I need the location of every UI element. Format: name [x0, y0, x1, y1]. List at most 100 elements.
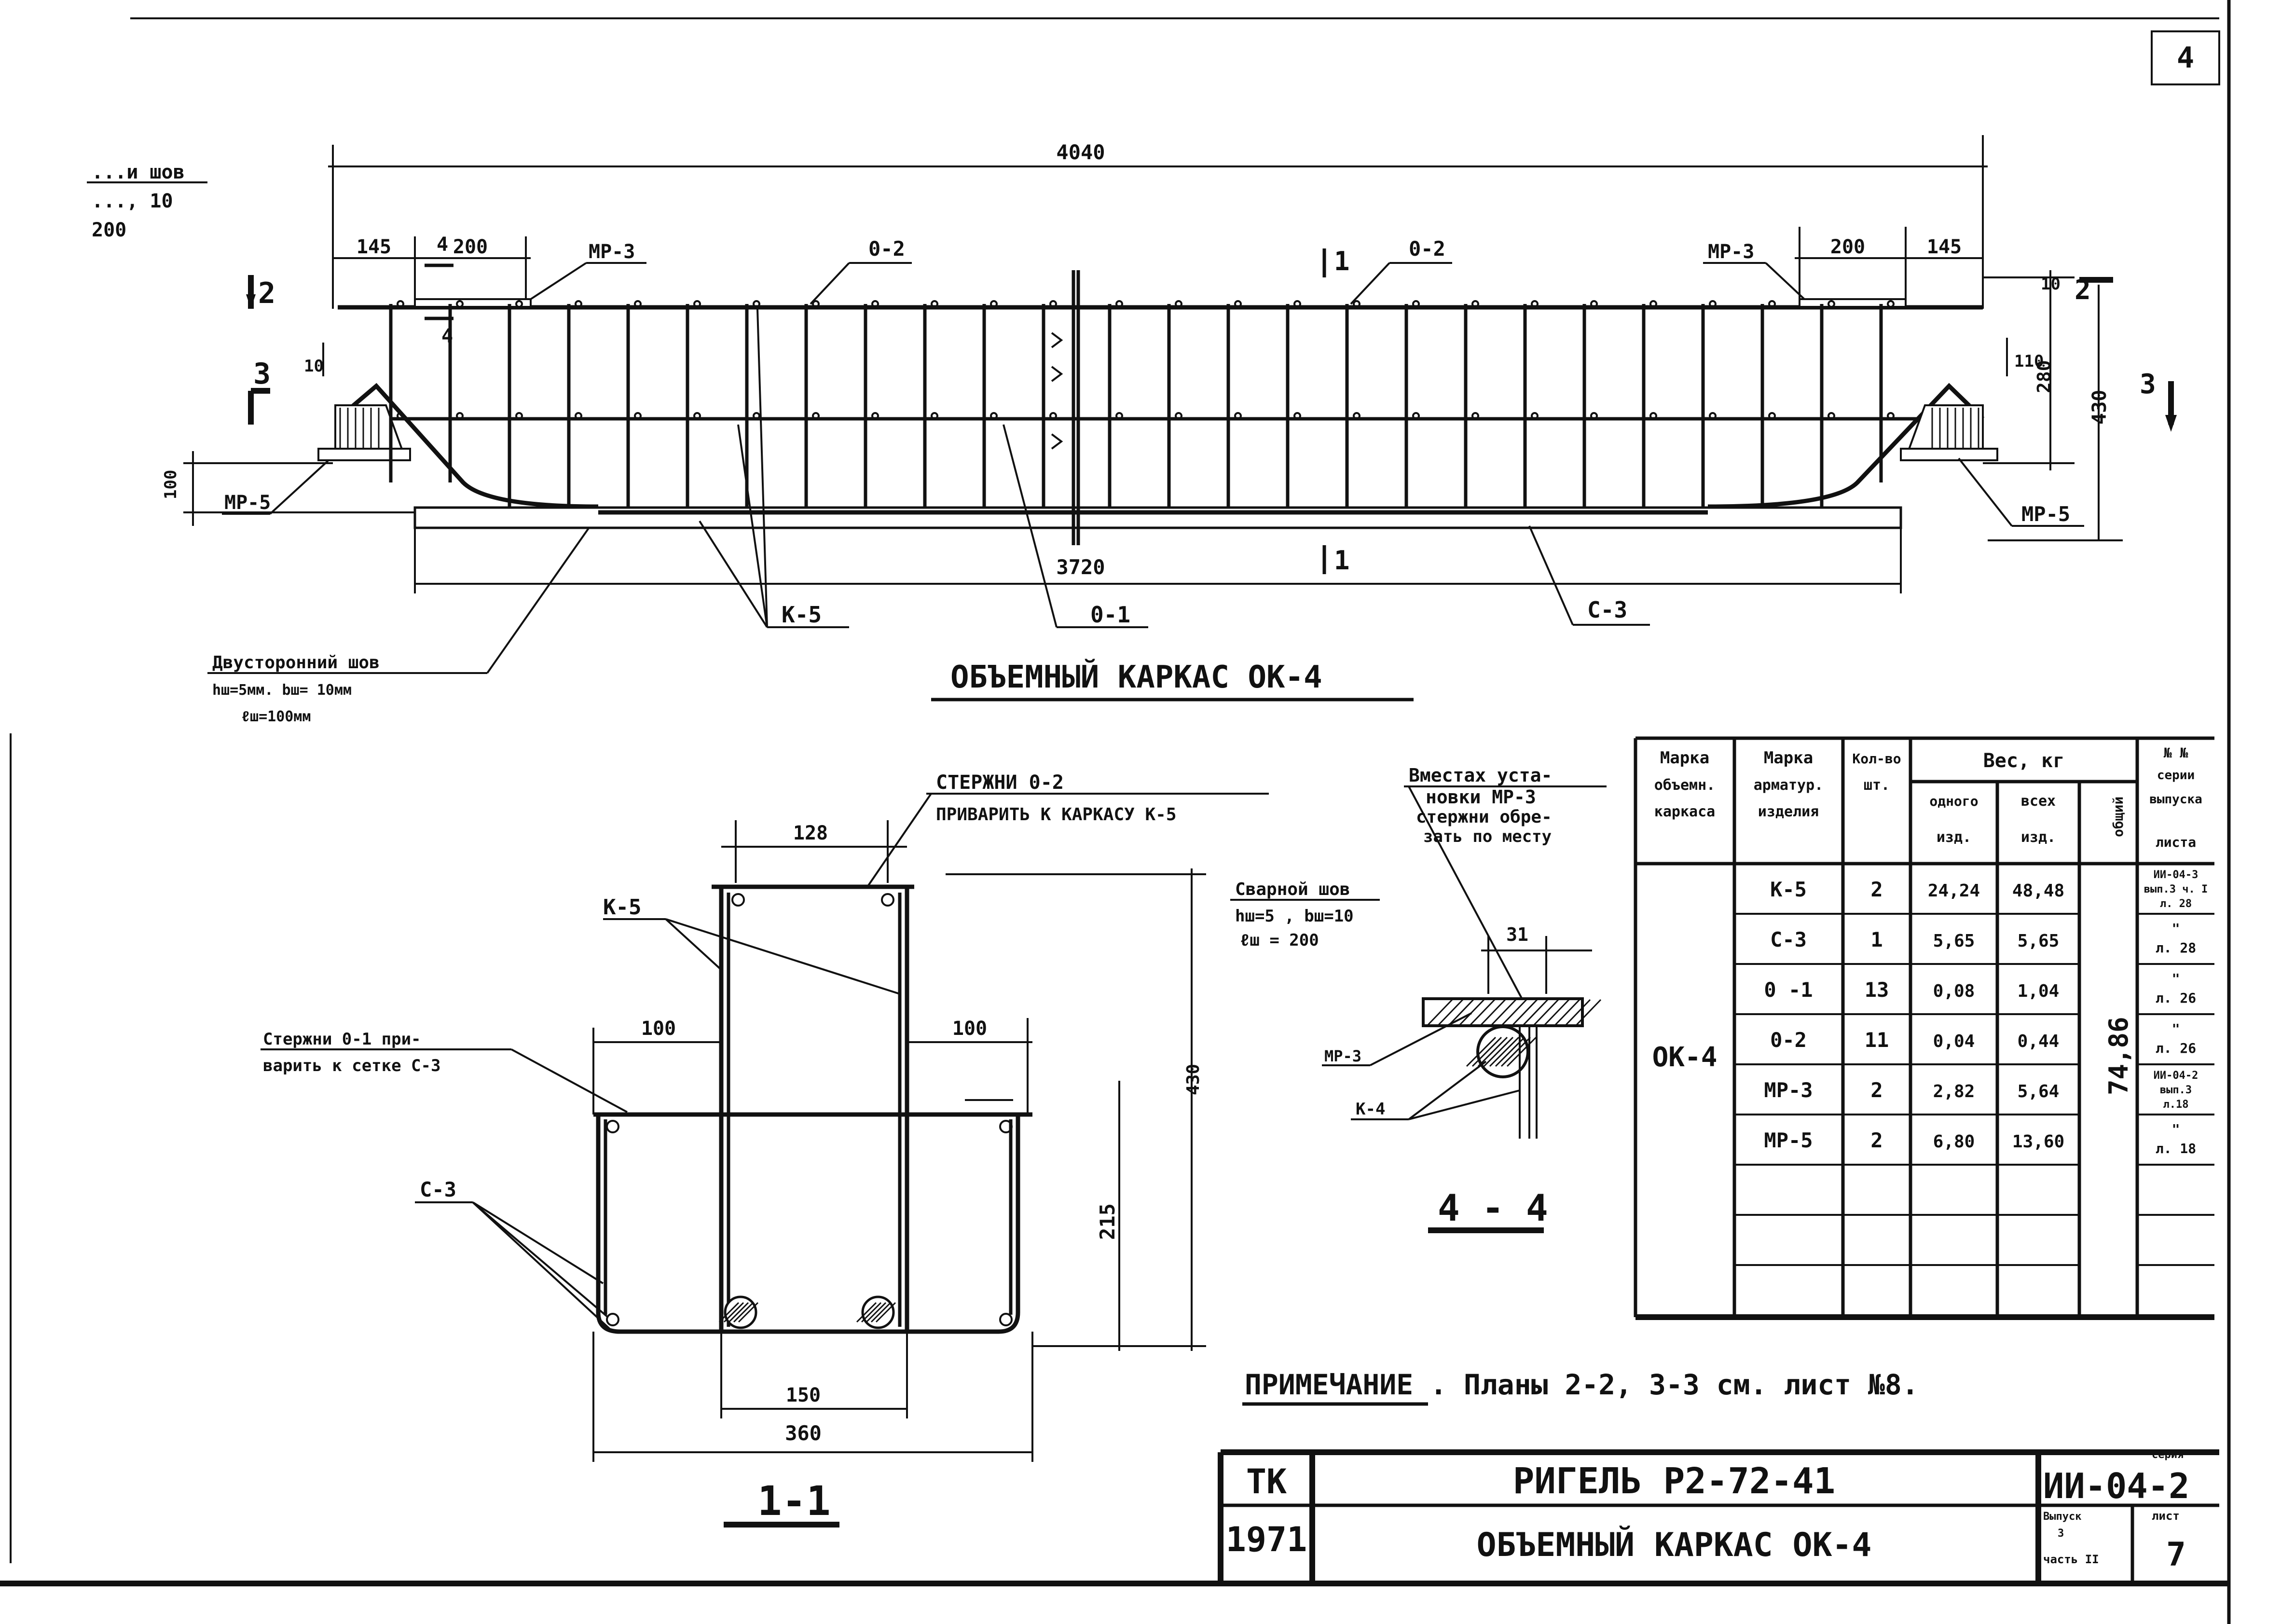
dim-left-200: 200: [453, 236, 488, 258]
section-1-top: 1: [1334, 246, 1350, 276]
sheet-number: 4: [2177, 41, 2194, 75]
c3-mesh: [596, 1115, 1020, 1334]
tb-org: ТК: [1246, 1462, 1287, 1501]
dim-left-100: 100: [161, 470, 180, 499]
hdr-one-2: изд.: [1937, 829, 1971, 846]
label-o2-left: 0-2: [868, 237, 905, 261]
cell-qty: 11: [1865, 1028, 1889, 1052]
dim-right-430: 430: [2089, 390, 2111, 425]
cell-item: К-5: [1770, 878, 1807, 901]
bar-section-right: [861, 1295, 895, 1329]
tb-year: 1971: [1226, 1520, 1307, 1559]
cell-qty: 13: [1865, 978, 1889, 1002]
tb-series: ИИ-04-2: [2043, 1466, 2189, 1506]
cell-ref: ИИ-04-3: [2154, 869, 2199, 881]
dim-4-4: 31: [1506, 924, 1528, 945]
note-4-4-line3: стержни обре-: [1416, 807, 1552, 827]
dim-section-top: 128: [793, 822, 828, 844]
rod-section: [1768, 300, 1776, 308]
cell-ref: ": [2172, 971, 2180, 987]
rod-section: [871, 300, 879, 308]
label-mp5-right: МР-5: [2021, 502, 2070, 526]
label-k4-4-4: К-4: [1356, 1100, 1385, 1119]
rod-section: [693, 412, 701, 420]
weld-note-top-3: 200: [92, 219, 126, 241]
hdr-all-2: изд.: [2021, 829, 2056, 846]
cell-weight-one: 0,04: [1933, 1032, 1975, 1051]
note: ПРИМЕЧАНИЕ . Планы 2-2, 3-3 см. лист №8.: [1245, 1368, 1919, 1401]
rod-section: [1049, 412, 1057, 420]
weld-note-line1: hш=5мм. bш= 10мм: [212, 682, 352, 699]
rod-section: [515, 412, 523, 420]
bar-section-left: [724, 1295, 757, 1329]
cell-ref: л. 26: [2156, 1040, 2196, 1056]
cell-ref: ": [2172, 921, 2180, 936]
cell-weight-all: 5,65: [2018, 931, 2060, 951]
hdr-one-1: одного: [1929, 793, 1978, 809]
rod-section: [931, 412, 938, 420]
hdr-col2-2: арматур.: [1754, 777, 1824, 794]
rod-section: [575, 412, 582, 420]
cell-item: С-3: [1770, 928, 1807, 951]
rod-section: [1768, 412, 1776, 420]
spec-table: Марка объемн. каркаса Марка арматур. изд…: [1634, 736, 2214, 1320]
rod-section: [1709, 300, 1717, 308]
cell-weight-all: 13,60: [2012, 1132, 2064, 1152]
rod-section: [990, 412, 998, 420]
weld-note-top-2: ..., 10: [92, 190, 173, 212]
rod-section: [397, 300, 404, 308]
rod-section: [1293, 300, 1301, 308]
plate-mp5-right: [1900, 404, 1998, 461]
hdr-col1-2: объемн.: [1654, 777, 1715, 794]
cell-ref: л. 26: [2156, 990, 2196, 1006]
cell-qty: 2: [1870, 1129, 1883, 1152]
rod-section: [693, 300, 701, 308]
cell-item: МР-5: [1764, 1129, 1813, 1152]
note-4-4-line1: Вместах уста-: [1409, 765, 1552, 786]
hdr-total: общий: [2110, 797, 2126, 837]
tb-issue-3: часть II: [2043, 1553, 2099, 1566]
note-4-4-line2: новки МР-3: [1426, 786, 1536, 808]
rod-section: [753, 300, 760, 308]
rod-section: [1175, 300, 1182, 308]
section-3-left: 3: [253, 357, 271, 391]
rod-section: [1049, 300, 1057, 308]
label-c3-section: С-3: [420, 1178, 456, 1201]
dim-left-10: 10: [304, 357, 324, 376]
tb-series-label: серия: [2152, 1449, 2184, 1461]
weld-note-top-1: ...и шов: [92, 161, 185, 183]
rod-section: [1590, 300, 1598, 308]
rod-section: [1590, 412, 1598, 420]
cell-weight-all: 0,44: [2018, 1032, 2060, 1051]
cell-ref: л. 28: [2156, 940, 2196, 956]
rod-section: [931, 300, 938, 308]
cell-weight-one: 6,80: [1933, 1132, 1975, 1152]
dim-section-left: 100: [641, 1018, 676, 1040]
rod-section: [1175, 412, 1182, 420]
rod-section: [634, 300, 642, 308]
hdr-col2-1: Марка: [1764, 748, 1813, 768]
hdr-weight: Вес, кг: [1983, 750, 2065, 772]
dim-section-bottom-inner: 150: [786, 1384, 821, 1406]
rod-section: [1234, 412, 1242, 420]
cell-qty: 2: [1870, 878, 1883, 901]
label-mp3-4-4: МР-3: [1324, 1047, 1361, 1065]
rod-section: [1353, 412, 1360, 420]
rod-section: [1234, 300, 1242, 308]
label-mp3-right: МР-3: [1708, 241, 1754, 263]
section-4-4: Вместах уста- новки МР-3 стержни обре- з…: [1322, 765, 1607, 1233]
plate-mp3-right: [1799, 298, 1907, 308]
cell-ref: ИИ-04-2: [2154, 1070, 2199, 1082]
rod-section: [812, 412, 820, 420]
section-2-right: 2: [2075, 275, 2091, 306]
weld-note-title: Двусторонний шов: [212, 653, 380, 673]
dim-section-lower: 215: [1096, 1203, 1119, 1240]
section-1-1-title: 1-1: [757, 1477, 831, 1525]
rod-section: [1471, 412, 1479, 420]
cell-ref: л.18: [2163, 1099, 2189, 1111]
rod-section: [634, 412, 642, 420]
hdr-all-1: всех: [2021, 793, 2056, 810]
weld-line2: ℓш = 200: [1240, 931, 1319, 950]
label-mp3-left: МР-3: [589, 241, 635, 263]
